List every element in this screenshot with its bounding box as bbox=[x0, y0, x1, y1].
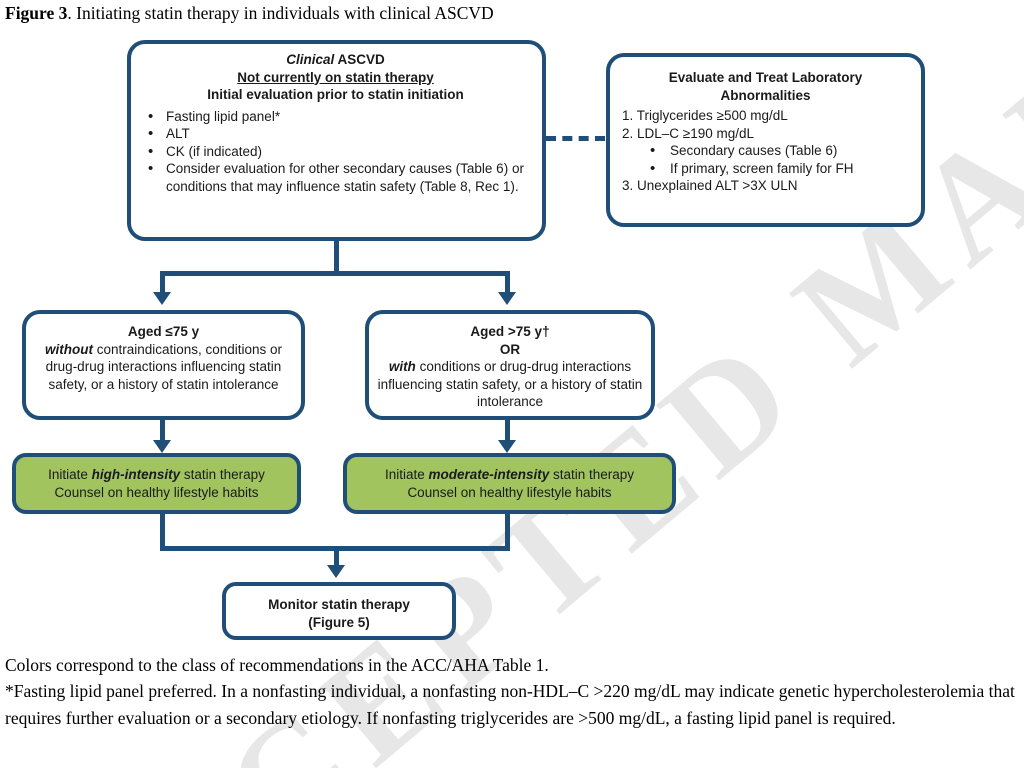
monitor-line2: (Figure 5) bbox=[308, 614, 370, 630]
initiate-high-intensity-line1: Initiate high-intensity statin therapy bbox=[20, 466, 293, 484]
moderate-intensity-emphasis: moderate-intensity bbox=[428, 467, 550, 482]
arrowhead-to-monitor bbox=[327, 565, 345, 578]
connector-green-left-down bbox=[160, 513, 165, 551]
aged-under-75-rest: contraindications, conditions or drug-dr… bbox=[45, 341, 283, 392]
aged-over-75-line1: Aged >75 y† bbox=[470, 324, 550, 339]
bullet-ck: CK (if indicated) bbox=[139, 142, 532, 161]
connector-green-right-down bbox=[505, 513, 510, 551]
connector-top-stem bbox=[334, 239, 339, 274]
connector-aged-right-to-green bbox=[505, 418, 510, 442]
high-intensity-emphasis: high-intensity bbox=[91, 467, 181, 482]
connector-drop-right bbox=[505, 271, 510, 294]
ascvd-bold: ASCVD bbox=[334, 52, 385, 67]
aged-over-75-or: OR bbox=[499, 341, 521, 357]
lab-abnormalities-box: Evaluate and Treat Laboratory Abnormalit… bbox=[606, 53, 925, 227]
clinical-ascvd-heading2: Not currently on statin therapy bbox=[237, 69, 434, 85]
counsel-lifestyle-left: Counsel on healthy lifestyle habits bbox=[54, 484, 259, 500]
figure-title-number: Figure 3 bbox=[5, 3, 68, 23]
aged-over-75-body: with conditions or drug-drug interaction… bbox=[375, 358, 645, 411]
aged-under-75-body: without contraindications, conditions or… bbox=[30, 341, 297, 394]
monitor-line1: Monitor statin therapy bbox=[268, 597, 410, 612]
dashed-connector-top-to-lab bbox=[546, 136, 605, 141]
lab-item-unexplained-alt: 3. Unexplained ALT >3X ULN bbox=[622, 178, 798, 194]
arrowhead-to-green-left bbox=[153, 440, 171, 453]
aged-under-75-box: Aged ≤75 y without contraindications, co… bbox=[22, 310, 305, 420]
clinical-italic: Clinical bbox=[286, 52, 335, 67]
monitor-statin-therapy-box: Monitor statin therapy (Figure 5) bbox=[222, 582, 456, 640]
aged-over-75-box: Aged >75 y† OR with conditions or drug-d… bbox=[365, 310, 655, 420]
connector-drop-left bbox=[160, 271, 165, 294]
clinical-ascvd-heading3: Initial evaluation prior to statin initi… bbox=[207, 87, 464, 103]
figure-title-text: . Initiating statin therapy in individua… bbox=[67, 3, 494, 23]
lab-sub-screen-family-fh: If primary, screen family for FH bbox=[618, 159, 913, 178]
bullet-secondary-causes: Consider evaluation for other secondary … bbox=[139, 159, 532, 195]
aged-under-75-line1: Aged ≤75 y bbox=[127, 324, 200, 339]
initiate-suffix-2: statin therapy bbox=[549, 467, 635, 482]
lab-item-ldl-c: 2. LDL–C ≥190 mg/dL bbox=[622, 125, 754, 141]
initiate-suffix: statin therapy bbox=[180, 467, 265, 482]
figure-footer: Colors correspond to the class of recomm… bbox=[5, 652, 1019, 731]
lab-item-triglycerides: 1. Triglycerides ≥500 mg/dL bbox=[622, 108, 788, 124]
initiate-prefix: Initiate bbox=[48, 467, 92, 482]
footer-footnote: *Fasting lipid panel preferred. In a non… bbox=[5, 681, 1015, 728]
clinical-ascvd-heading1: Clinical ASCVD bbox=[139, 51, 532, 69]
initiate-high-intensity-box: Initiate high-intensity statin therapy C… bbox=[12, 453, 301, 514]
connector-top-branch bbox=[160, 271, 510, 276]
figure-title: Figure 3. Initiating statin therapy in i… bbox=[5, 3, 494, 24]
connector-monitor-stem bbox=[334, 546, 339, 567]
with-emphasis: with bbox=[388, 359, 416, 375]
clinical-ascvd-box: Clinical ASCVD Not currently on statin t… bbox=[127, 40, 546, 241]
counsel-lifestyle-right: Counsel on healthy lifestyle habits bbox=[407, 484, 612, 500]
bullet-alt: ALT bbox=[139, 124, 532, 143]
bullet-fasting-lipid-panel: Fasting lipid panel* bbox=[139, 107, 532, 126]
lab-sub-secondary-causes: Secondary causes (Table 6) bbox=[618, 141, 913, 160]
arrowhead-to-green-right bbox=[498, 440, 516, 453]
aged-over-75-rest: conditions or drug-drug interactions inf… bbox=[377, 359, 643, 410]
lab-box-heading: Evaluate and Treat Laboratory Abnormalit… bbox=[668, 70, 863, 103]
initiate-prefix-2: Initiate bbox=[384, 467, 429, 482]
initiate-moderate-intensity-box: Initiate moderate-intensity statin thera… bbox=[343, 453, 676, 514]
arrowhead-to-aged-right bbox=[498, 292, 516, 305]
initiate-moderate-intensity-line1: Initiate moderate-intensity statin thera… bbox=[351, 466, 668, 484]
without-emphasis: without bbox=[44, 341, 93, 357]
connector-aged-left-to-green bbox=[160, 418, 165, 442]
arrowhead-to-aged-left bbox=[153, 292, 171, 305]
footer-colors-note: Colors correspond to the class of recomm… bbox=[5, 655, 549, 675]
